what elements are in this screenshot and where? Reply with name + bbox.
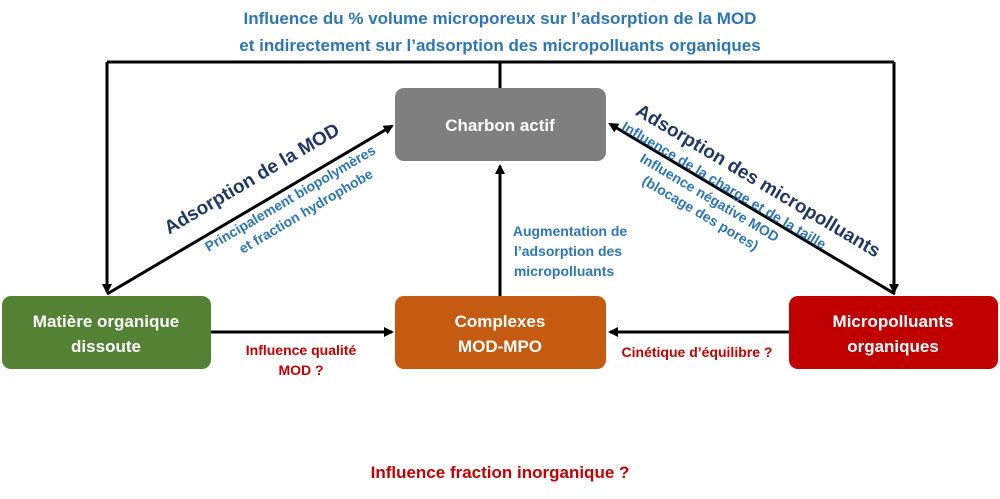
edge-label-mod-to-complexes: Influence qualité MOD ? (246, 342, 357, 378)
node-complexes-line-1: Complexes (455, 312, 546, 331)
edge-label-cinetique: Cinétique d’équilibre ? (622, 344, 773, 360)
node-matiere-organique-line-2: dissoute (71, 337, 141, 356)
node-micropolluants: Micropolluants organiques (789, 296, 998, 369)
title-line-2: et indirectement sur l’adsorption des mi… (239, 36, 760, 55)
edge-label-augmentation-2: l’adsorption des (514, 243, 622, 259)
edge-label-augmentation-1: Augmentation de (513, 223, 628, 239)
edge-label-influence-qualite-1: Influence qualité (246, 342, 357, 358)
node-charbon-actif: Charbon actif (395, 88, 606, 161)
node-complexes-box (395, 296, 606, 369)
node-matiere-organique-box (2, 296, 211, 369)
node-charbon-actif-label: Charbon actif (445, 116, 555, 135)
node-micropolluants-box (789, 296, 998, 369)
edge-label-influence-qualite-2: MOD ? (278, 362, 323, 378)
node-matiere-organique: Matière organique dissoute (2, 296, 211, 369)
node-matiere-organique-line-1: Matière organique (33, 312, 179, 331)
edge-label-complexes-to-charbon: Augmentation de l’adsorption des micropo… (513, 223, 628, 279)
title-line-1: Influence du % volume microporeux sur l’… (244, 9, 757, 28)
node-complexes: Complexes MOD-MPO (395, 296, 606, 369)
edge-label-augmentation-3: micropolluants (514, 263, 615, 279)
edge-label-micro-to-charbon: Adsorption des micropolluants Influence … (619, 100, 884, 262)
node-micropolluants-line-2: organiques (847, 337, 939, 356)
arrow-mod-to-charbon (106, 124, 394, 296)
top-bracket-connector (102, 60, 899, 294)
node-charbon-actif-box (395, 88, 606, 161)
arrow-micro-to-charbon (608, 122, 896, 296)
node-micropolluants-line-1: Micropolluants (833, 312, 954, 331)
footer-question: Influence fraction inorganique ? (371, 463, 630, 482)
node-complexes-line-2: MOD-MPO (458, 337, 542, 356)
